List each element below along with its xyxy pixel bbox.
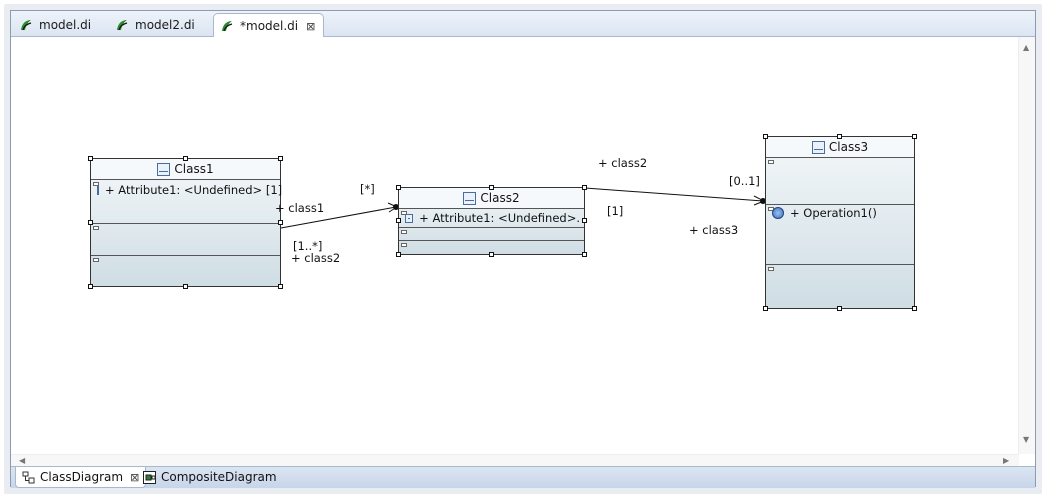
tab-composite-diagram[interactable]: CompositeDiagram: [137, 467, 283, 487]
class-header: Class3: [766, 137, 914, 157]
role-label-class2[interactable]: + class2: [598, 156, 648, 170]
attribute-row[interactable]: + Attribute1: <Undefined> [1]: [97, 183, 282, 197]
selection-handle[interactable]: [837, 306, 842, 311]
selection-handle[interactable]: [183, 156, 188, 161]
tab-label: model2.di: [135, 18, 195, 32]
selection-handle[interactable]: [912, 134, 917, 139]
tab-model2-di[interactable]: model2.di: [109, 13, 203, 37]
class2-node[interactable]: Class2 + Attribute1: <Undefined>.: [398, 187, 585, 255]
role-label-class3[interactable]: + class3: [689, 223, 739, 237]
compartment-toggle[interactable]: [401, 211, 407, 215]
class-name: Class3: [828, 140, 869, 154]
class1-node[interactable]: Class1 + Attribute1: <Undefined> [1]: [90, 158, 282, 287]
selection-handle[interactable]: [278, 220, 283, 225]
attribute-label: + Attribute1: <Undefined> [1]: [105, 183, 283, 197]
selection-handle[interactable]: [278, 156, 283, 161]
compartment-toggle[interactable]: [93, 182, 99, 186]
role-label-class2[interactable]: + class2: [291, 251, 341, 265]
selection-handle[interactable]: [489, 252, 494, 257]
selection-handle[interactable]: [912, 306, 917, 311]
selection-handle[interactable]: [763, 306, 768, 311]
compartment-toggle[interactable]: [768, 267, 774, 271]
selection-handle[interactable]: [837, 134, 842, 139]
papyrus-icon: [115, 18, 129, 32]
editor-tab-bar: model.di model2.di *model.di ⊠: [11, 11, 1035, 38]
association-line-class2-class3: [584, 187, 764, 202]
association-end-dot: [393, 204, 399, 210]
selection-handle[interactable]: [489, 185, 494, 190]
papyrus-icon: [220, 19, 234, 33]
tab-class-diagram[interactable]: ClassDiagram ⊠: [15, 467, 147, 488]
selection-handle[interactable]: [88, 284, 93, 289]
class-icon: [811, 140, 825, 154]
selection-handle[interactable]: [88, 156, 93, 161]
scroll-right-icon[interactable]: ▶: [1003, 456, 1010, 465]
scroll-left-icon[interactable]: ◀: [19, 456, 26, 465]
class-icon: [157, 162, 171, 176]
close-icon[interactable]: ⊠: [306, 19, 316, 33]
association-edges: [280, 187, 766, 229]
selection-handle[interactable]: [396, 185, 401, 190]
operation-icon: [772, 207, 784, 219]
class-header: Class1: [91, 159, 280, 179]
class3-node[interactable]: Class3 + Operation1(): [765, 136, 915, 309]
class-name: Class2: [480, 191, 520, 205]
tab-model-di-dirty[interactable]: *model.di ⊠: [213, 13, 325, 38]
composite-diagram-icon: [143, 470, 156, 484]
selection-handle[interactable]: [763, 134, 768, 139]
operation-label: + Operation1(): [790, 206, 877, 220]
selection-handle[interactable]: [183, 284, 188, 289]
close-icon[interactable]: ⊠: [130, 470, 140, 484]
compartment-toggle[interactable]: [401, 243, 407, 247]
selection-handle[interactable]: [582, 252, 587, 257]
scroll-up-icon[interactable]: ▲: [1023, 43, 1030, 52]
multiplicity-label[interactable]: [*]: [360, 182, 375, 196]
scroll-down-icon[interactable]: ▼: [1023, 435, 1030, 444]
selection-handle[interactable]: [582, 218, 587, 223]
tab-model-di[interactable]: model.di: [13, 13, 99, 37]
multiplicity-label[interactable]: [0..1]: [729, 174, 760, 188]
compartment-toggle[interactable]: [768, 160, 774, 164]
compartment-toggle[interactable]: [93, 258, 99, 262]
operation-row[interactable]: + Operation1(): [772, 206, 910, 220]
selection-handle[interactable]: [88, 220, 93, 225]
class-header: Class2: [399, 188, 584, 208]
tab-label: model.di: [39, 18, 92, 32]
compartment-toggle[interactable]: [401, 230, 407, 234]
property-icon: [97, 185, 99, 195]
attribute-label: + Attribute1: <Undefined>.: [419, 211, 580, 225]
diagram-tab-bar: ClassDiagram ⊠ CompositeDiagram: [11, 466, 1035, 488]
association-end-dot: [760, 198, 766, 204]
selection-handle[interactable]: [582, 185, 587, 190]
diagram-canvas[interactable]: Class1 + Attribute1: <Undefined> [1] Cla: [11, 37, 1019, 454]
role-label-class1[interactable]: + class1: [275, 201, 325, 215]
class-diagram-icon: [22, 471, 35, 484]
selection-handle[interactable]: [396, 252, 401, 257]
selection-handle[interactable]: [278, 284, 283, 289]
property-icon: [405, 213, 414, 223]
tab-label: ClassDiagram: [40, 470, 124, 484]
attribute-row[interactable]: + Attribute1: <Undefined>.: [405, 211, 580, 225]
diagram-editor: model.di model2.di *model.di ⊠: [10, 10, 1036, 488]
tab-label: CompositeDiagram: [161, 470, 277, 484]
tab-label: *model.di: [240, 19, 299, 33]
vertical-scrollbar[interactable]: ▲ ▼: [1018, 37, 1035, 454]
compartment-toggle[interactable]: [93, 226, 99, 230]
papyrus-icon: [19, 18, 33, 32]
multiplicity-label[interactable]: [1..*]: [293, 239, 323, 253]
selection-handle[interactable]: [396, 218, 401, 223]
horizontal-scrollbar[interactable]: ◀ ▶: [11, 454, 1019, 469]
class-icon: [463, 191, 477, 205]
class-name: Class1: [174, 162, 214, 176]
association-line-class1-class2: [280, 206, 397, 229]
multiplicity-label[interactable]: [1]: [607, 204, 624, 218]
